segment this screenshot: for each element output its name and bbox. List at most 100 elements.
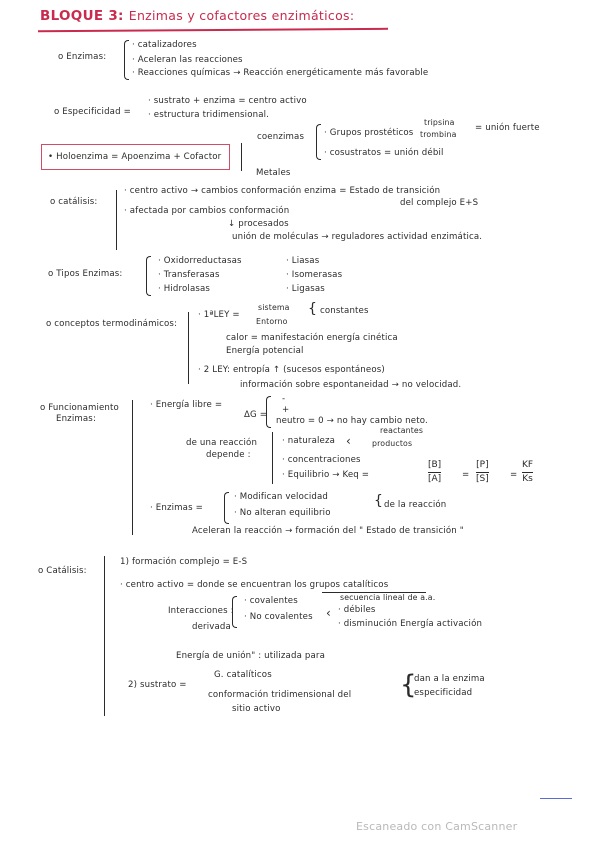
enzimas-item-3: · Reacciones químicas → Reacción energét… [132, 68, 429, 78]
fraction-kf-num: KF [522, 460, 534, 470]
grupos-cataliticos: G. catalíticos [214, 670, 272, 680]
enzimas-item-2: · Aceleran las reacciones [132, 55, 243, 65]
enzimas-brace [124, 40, 129, 80]
catalisis-line3: unión de moléculas → reguladores activid… [232, 232, 483, 242]
union-fuerte: = unión fuerte [475, 123, 540, 133]
interacciones: Interacciones : [168, 606, 234, 616]
coenzimas-brace [316, 124, 321, 160]
termo-label: o conceptos termodinámicos: [46, 319, 178, 329]
conformacion-tridimensional: conformación tridimensional del [208, 690, 352, 700]
grupos-underline [322, 592, 426, 593]
no-covalentes: · No covalentes [244, 612, 313, 622]
dg-plus: + [282, 405, 290, 415]
coenzimas-label: coenzimas [257, 132, 305, 142]
de-una-reaccion: de una reacción [186, 438, 258, 448]
fraction-ba-den: [A] [428, 474, 442, 484]
equals-1: = [462, 470, 470, 480]
formacion-complejo: 1) formación complejo = E-S [120, 557, 248, 567]
secuencia-lineal: secuencia lineal de a.a. [340, 593, 436, 602]
dg-brace [266, 396, 271, 428]
sustrato: 2) sustrato = [128, 680, 187, 690]
enzimas-efecto: · Enzimas = [150, 503, 203, 513]
tipo-oxidorreductasas: · Oxidorreductasas [158, 256, 242, 266]
de-la-reaccion: de la reacción [384, 500, 447, 510]
holoenzima-brace [241, 143, 242, 171]
enzimas-item-1: · catalizadores [132, 40, 197, 50]
equals-2: = [510, 470, 518, 480]
covalentes: · covalentes [244, 596, 298, 606]
fraction-ba-bar [428, 472, 442, 473]
disminucion-energia: · disminución Energía activación [338, 619, 483, 629]
dan-a-la-enzima: dan a la enzima [414, 674, 485, 684]
holoenzima-text: • Holoenzima = Apoenzima + Cofactor [48, 152, 222, 162]
fraction-ps-den: [S] [476, 474, 489, 484]
interacciones-brace [232, 596, 237, 628]
especificidad-label: o Especificidad = [54, 107, 131, 117]
sistema: sistema [258, 303, 290, 312]
derivada: derivada [192, 622, 231, 632]
productos: productos [372, 439, 413, 448]
tipo-transferasas: · Transferasas [158, 270, 220, 280]
catalisis2-brace [104, 556, 105, 716]
centro-activo-grupos: · centro activo = donde se encuentran lo… [120, 580, 389, 590]
fraction-ps: [P] [S] [476, 460, 489, 485]
holoenzima-box [41, 144, 230, 170]
fraction-ps-num: [P] [476, 460, 489, 470]
especificidad-item-1: · sustrato + enzima = centro activo [148, 96, 307, 106]
termo-brace [188, 312, 189, 384]
metales: Metales [256, 168, 291, 178]
catalisis-label: o catálisis: [50, 197, 98, 207]
tipo-liasas: · Liasas [286, 256, 320, 266]
page-title: BLOQUE 3: Enzimas y cofactores enzimátic… [40, 8, 354, 24]
catalisis-line2: · afectada por cambios conformación [124, 206, 290, 216]
funcionamiento-label-1: o Funcionamiento [40, 403, 119, 413]
ley2: · 2 LEY: entropía ↑ (sucesos espontáneos… [198, 365, 385, 375]
enzimas-label: o Enzimas: [58, 52, 107, 62]
debiles: · débiles [338, 605, 376, 615]
sitio-activo: sitio activo [232, 704, 281, 714]
no-covalentes-brace: ‹ [326, 606, 331, 620]
fraction-kf-bar [522, 472, 534, 473]
cosustratos: · cosustratos = unión débil [324, 148, 444, 158]
concentraciones: · concentraciones [282, 455, 361, 465]
delta-g: ΔG = [244, 410, 268, 420]
energia-libre: · Energía libre = [150, 400, 223, 410]
reactantes: reactantes [380, 426, 424, 435]
calor: calor = manifestación energía cinética [226, 333, 398, 343]
depende: depende : [206, 450, 251, 460]
especificidad-result: especificidad [414, 688, 473, 698]
fraction-ps-bar [476, 472, 489, 473]
tipo-isomerasas: · Isomerasas [286, 270, 343, 280]
entorno: Entorno [256, 317, 288, 326]
energia-union: Energía de unión" : utilizada para [176, 651, 325, 661]
modifican-velocidad: · Modifican velocidad [234, 492, 329, 502]
catalisis2-label: o Catálisis: [38, 566, 87, 576]
aceleran-reaccion: Aceleran la reacción → formación del " E… [192, 526, 464, 536]
reaccion-curly: { [374, 493, 384, 509]
tipos-brace [146, 256, 151, 296]
fraction-ba-num: [B] [428, 460, 442, 470]
catalisis-brace [116, 190, 117, 250]
ley1-curly: { [308, 301, 318, 317]
catalisis-procesados: ↓ procesados [228, 219, 289, 229]
title-sub: Enzimas y cofactores enzimáticos: [128, 8, 355, 23]
tipo-ligasas: · Ligasas [286, 284, 325, 294]
no-alteran-equilibrio: · No alteran equilibrio [234, 508, 331, 518]
fraction-ks-den: Ks [522, 474, 533, 484]
fraction-ba: [B] [A] [428, 460, 442, 485]
naturaleza: · naturaleza [282, 436, 336, 446]
title-main: BLOQUE 3: [40, 8, 124, 24]
title-underline [37, 27, 389, 33]
camscanner-watermark: Escaneado con CamScanner [356, 820, 518, 833]
enzimas-efecto-brace [224, 492, 229, 524]
equilibrio: · Equilibrio → Keq = [282, 470, 370, 480]
depende-brace [272, 432, 273, 484]
constantes: constantes [320, 306, 369, 316]
grupos-prosteticos: · Grupos prostéticos [324, 128, 414, 138]
tipos-label: o Tipos Enzimas: [48, 269, 123, 279]
naturaleza-brace: ‹ [346, 434, 351, 448]
trombina: trombina [420, 130, 457, 139]
informacion-espontaneidad: información sobre espontaneidad → no vel… [240, 380, 462, 390]
energia-potencial: Energía potencial [226, 346, 304, 356]
